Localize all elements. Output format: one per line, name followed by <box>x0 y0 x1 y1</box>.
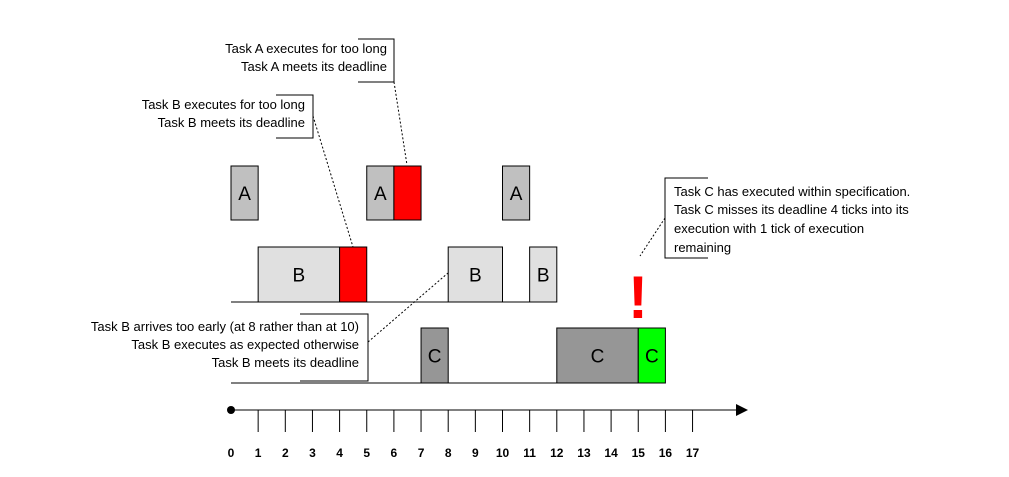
deadline-miss-alert: ! <box>628 264 648 331</box>
axis-tick-label-15: 15 <box>632 446 646 460</box>
task-block-label-a2: A <box>374 184 387 205</box>
callout-task-c-line-4: remaining <box>674 240 731 255</box>
callout-task-b-early-line-2: Task B executes as expected otherwise <box>131 337 359 352</box>
time-axis-origin <box>227 406 235 414</box>
axis-tick-label-10: 10 <box>496 446 510 460</box>
task-block-label-b1: B <box>293 266 306 287</box>
callout-task-b-early-line-3: Task B meets its deadline <box>212 355 359 370</box>
task-block-b1-overrun <box>339 246 368 303</box>
task-block-label-b3: B <box>537 266 550 287</box>
axis-tick-label-17: 17 <box>686 446 700 460</box>
axis-tick-label-1: 1 <box>255 446 262 460</box>
task-block-c2-remaining <box>637 327 666 384</box>
task-block-b1 <box>257 246 341 303</box>
task-block-a2-overrun <box>393 165 422 221</box>
callout-task-c-line-3: execution with 1 tick of execution <box>674 221 864 236</box>
task-block-c1 <box>420 327 449 384</box>
callout-task-c-line-1: Task C has executed within specification… <box>674 184 910 199</box>
task-block-b3 <box>529 246 558 303</box>
callout-task-a-bracket <box>358 38 395 83</box>
axis-tick-label-7: 7 <box>418 446 425 460</box>
callout-task-a-line-2: Task A meets its deadline <box>241 59 387 74</box>
callout-task-a: Task A executes for too long Task A meet… <box>225 38 408 166</box>
callout-task-b-early-leader <box>367 272 449 343</box>
axis-tick-label-5: 5 <box>363 446 370 460</box>
callout-task-b-early: Task B arrives too early (at 8 rather th… <box>91 272 449 382</box>
task-block-b2 <box>447 246 504 303</box>
time-axis-ticks <box>257 410 694 432</box>
time-axis-arrowhead <box>736 404 748 416</box>
callout-task-a-leader <box>393 81 408 166</box>
axis-tick-label-13: 13 <box>577 446 591 460</box>
task-block-label-c2-remaining: C <box>645 347 659 368</box>
callout-task-c: Task C has executed within specification… <box>639 177 910 259</box>
task-block-label-a3: A <box>510 184 523 205</box>
task-block-label-c2: C <box>591 347 605 368</box>
axis-tick-label-0: 0 <box>228 446 235 460</box>
task-block-label-b2: B <box>469 266 482 287</box>
task-block-a2 <box>366 165 395 221</box>
axis-tick-label-3: 3 <box>309 446 316 460</box>
axis-tick-label-6: 6 <box>391 446 398 460</box>
axis-tick-label-16: 16 <box>659 446 673 460</box>
axis-tick-label-4: 4 <box>336 446 343 460</box>
axis-tick-label-2: 2 <box>282 446 289 460</box>
callout-task-b-early-bracket <box>300 313 369 382</box>
callout-task-c-line-2: Task C misses its deadline 4 ticks into … <box>674 202 909 217</box>
callout-task-b-overrun-line-1: Task B executes for too long <box>142 97 305 112</box>
task-block-label-a1: A <box>238 184 251 205</box>
axis-tick-label-11: 11 <box>523 446 536 460</box>
callout-task-b-overrun-line-2: Task B meets its deadline <box>158 115 305 130</box>
axis-tick-label-14: 14 <box>604 446 618 460</box>
callout-task-a-line-1: Task A executes for too long <box>225 41 387 56</box>
callout-task-c-leader <box>639 217 666 257</box>
axis-tick-label-12: 12 <box>550 446 564 460</box>
callout-task-b-overrun: Task B executes for too long Task B meet… <box>142 94 354 248</box>
task-block-label-c1: C <box>428 347 442 368</box>
axis-tick-label-8: 8 <box>445 446 452 460</box>
task-block-a1 <box>230 165 259 221</box>
task-block-a3 <box>502 165 531 221</box>
callout-task-b-early-line-1: Task B arrives too early (at 8 rather th… <box>91 319 359 334</box>
axis-tick-label-9: 9 <box>472 446 479 460</box>
task-blocks: A A A B B B C C C <box>230 165 666 384</box>
callout-task-b-overrun-leader <box>312 115 354 248</box>
